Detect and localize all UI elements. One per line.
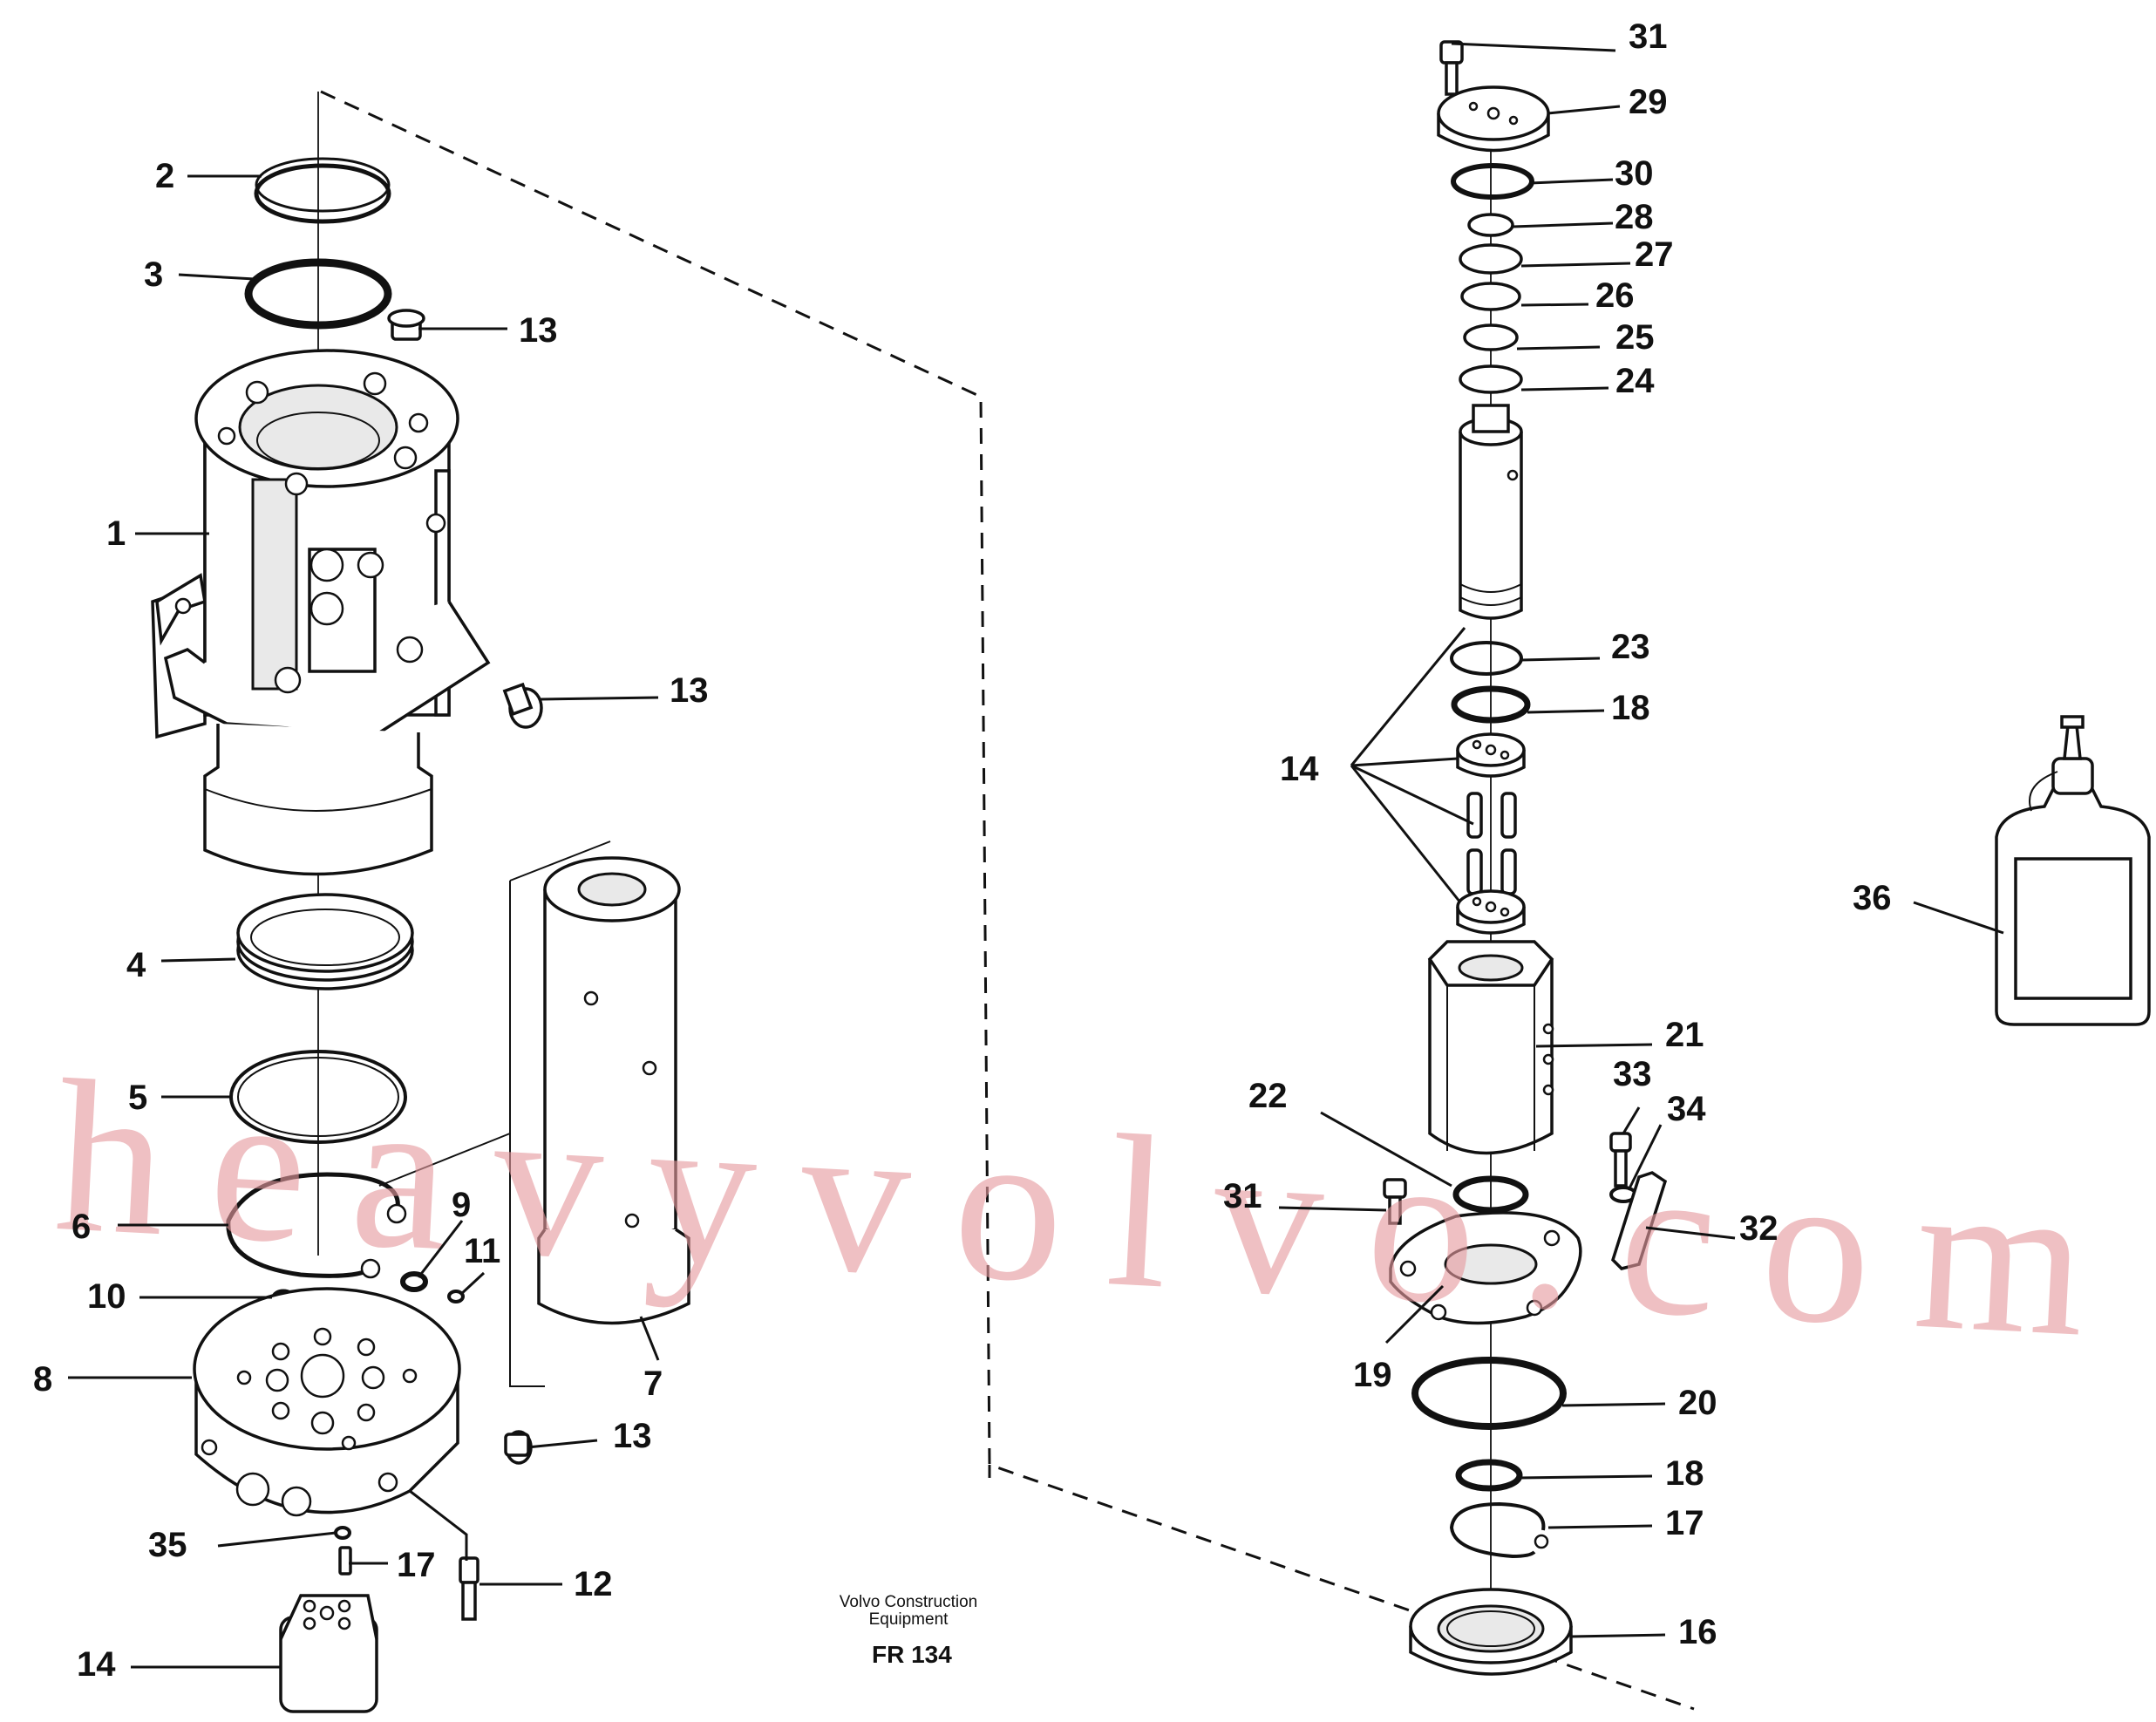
callout-23: 23 <box>1611 628 1650 666</box>
callout-19: 19 <box>1353 1356 1392 1394</box>
callout-18-lower: 18 <box>1665 1454 1704 1493</box>
part-24-ring <box>1459 364 1523 394</box>
part-4-seal <box>236 893 414 990</box>
callout-14-left: 14 <box>77 1645 116 1684</box>
callout-5: 5 <box>128 1079 147 1117</box>
callout-1: 1 <box>106 514 126 553</box>
part-32-lock-plate <box>1611 1171 1668 1270</box>
part-11-ring <box>447 1290 465 1303</box>
part-2-seal <box>254 157 391 224</box>
part-17-pin <box>338 1546 352 1576</box>
part-3-o-ring <box>244 258 392 330</box>
footer: Volvo Construction Equipment FR 134 <box>840 1593 977 1668</box>
callout-17-left: 17 <box>397 1546 436 1584</box>
callout-20: 20 <box>1678 1384 1717 1422</box>
callout-35: 35 <box>148 1526 187 1564</box>
part-18-ring-lower <box>1455 1459 1523 1492</box>
callout-6: 6 <box>71 1208 91 1246</box>
callout-9: 9 <box>452 1186 471 1224</box>
part-31-bolt-top <box>1439 40 1464 96</box>
callout-13-top: 13 <box>519 311 558 350</box>
callout-26: 26 <box>1595 276 1635 315</box>
part-36-bottle <box>1995 715 2151 1026</box>
left-assembly <box>151 92 690 1713</box>
callout-12: 12 <box>574 1565 613 1603</box>
callout-21: 21 <box>1665 1016 1704 1054</box>
callout-3: 3 <box>144 255 163 294</box>
callout-8: 8 <box>33 1360 52 1399</box>
part-9-ring <box>400 1271 428 1292</box>
part-6-circlip <box>226 1172 407 1279</box>
part-13-plug-top <box>387 309 425 341</box>
callout-4: 4 <box>126 946 146 984</box>
callout-13-lower: 13 <box>613 1417 652 1455</box>
part-8-distributor <box>193 1287 461 1517</box>
callout-27: 27 <box>1635 235 1674 274</box>
callout-28: 28 <box>1615 198 1654 236</box>
part-12-screw <box>459 1556 479 1621</box>
callout-17-right: 17 <box>1665 1504 1704 1542</box>
part-30-o-ring <box>1451 163 1534 200</box>
part-18-ring-upper <box>1451 685 1531 724</box>
callout-13-middle: 13 <box>670 671 709 710</box>
callout-18-upper: 18 <box>1611 689 1650 727</box>
part-13-plug-lower <box>504 1430 533 1465</box>
callout-16: 16 <box>1678 1613 1717 1651</box>
part-33-bolt <box>1609 1132 1632 1188</box>
part-17-circlip <box>1449 1501 1549 1559</box>
callout-labels: 31 29 30 28 27 26 25 24 23 18 14 21 22 3… <box>33 17 2004 1684</box>
part-28-ring <box>1467 213 1514 237</box>
part-25-ring <box>1463 323 1519 351</box>
callout-14-right: 14 <box>1280 750 1319 788</box>
callout-31-lower: 31 <box>1223 1177 1262 1215</box>
part-21-hex-body <box>1427 940 1554 1155</box>
part-7-shaft <box>378 841 690 1387</box>
callout-33: 33 <box>1613 1055 1652 1093</box>
right-assembly <box>1383 40 1668 1676</box>
callout-10: 10 <box>87 1277 126 1316</box>
callout-36: 36 <box>1853 879 1892 917</box>
part-1-housing <box>151 349 491 876</box>
part-23-ring <box>1450 641 1523 676</box>
callout-7: 7 <box>643 1365 663 1403</box>
callout-24: 24 <box>1615 362 1655 400</box>
footer-company-line2: Equipment <box>869 1610 949 1629</box>
part-13-plug-middle <box>502 682 543 729</box>
part-14-rotor-left <box>279 1594 378 1713</box>
callout-34: 34 <box>1667 1090 1706 1128</box>
part-29-cover <box>1437 85 1550 153</box>
separation-frame <box>320 90 1695 1711</box>
callout-32: 32 <box>1739 1209 1779 1248</box>
part-22-ring <box>1452 1175 1529 1214</box>
callout-29: 29 <box>1629 83 1668 121</box>
central-shaft <box>1459 404 1523 620</box>
part-19-flange <box>1389 1211 1582 1325</box>
part-16-bearing <box>1409 1588 1573 1676</box>
part-14-rotor-group <box>1456 732 1526 935</box>
footer-company-line1: Volvo Construction <box>840 1593 977 1611</box>
callout-31-top: 31 <box>1629 17 1668 56</box>
callout-30: 30 <box>1615 154 1654 193</box>
part-20-o-ring <box>1411 1357 1567 1430</box>
callout-25: 25 <box>1615 318 1655 357</box>
part-27-ring <box>1459 243 1523 275</box>
part-35-ring <box>334 1526 351 1540</box>
callout-11: 11 <box>464 1232 500 1270</box>
part-31-bolt-lower <box>1383 1178 1407 1225</box>
callout-2: 2 <box>155 157 174 195</box>
callout-22: 22 <box>1248 1077 1288 1115</box>
part-26-ring <box>1460 282 1521 311</box>
figure-code: FR 134 <box>872 1641 952 1668</box>
